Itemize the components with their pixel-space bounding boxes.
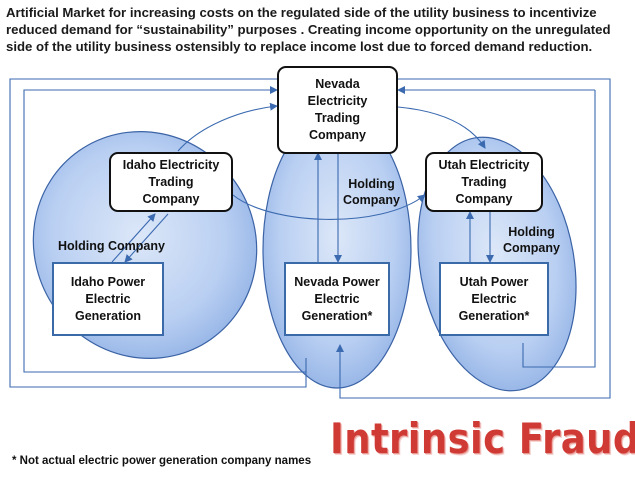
- intrinsic-fraud-stamp: Intrinsic Fraud: [330, 414, 635, 463]
- node-line: Electric: [314, 291, 360, 306]
- node-line: Trading: [148, 174, 194, 189]
- outer-loop-right: [336, 78, 611, 399]
- nevada-holding-label: Holding Company: [343, 176, 400, 208]
- node-line: Company: [309, 128, 366, 142]
- node-line: Electricity: [307, 94, 368, 108]
- utah-holding-label: Holding Company: [503, 224, 560, 256]
- idaho-holding-down: [124, 213, 169, 263]
- label-line: Holding Company: [58, 239, 165, 253]
- node-line: Electric: [85, 291, 131, 306]
- node-line: Idaho Electricity: [122, 157, 220, 172]
- label-line: Holding: [508, 225, 555, 239]
- node-line: Generation*: [458, 308, 530, 323]
- footnote: * Not actual electric power generation c…: [12, 455, 312, 467]
- node-line: Nevada Power: [294, 274, 380, 289]
- intro-line: Artificial Market for increasing costs o…: [6, 5, 597, 20]
- node-line: Trading: [461, 174, 507, 189]
- node-line: Trading: [314, 111, 361, 125]
- label-line: Company: [343, 193, 400, 207]
- intro-line: reduced demand for “sustainability” purp…: [6, 22, 611, 37]
- node-line: Utah Electricity: [438, 157, 530, 172]
- idaho-power-node: Idaho Power Electric Generation: [52, 262, 164, 336]
- inner-loop-left: [23, 86, 307, 373]
- node-line: Generation: [74, 308, 141, 323]
- idaho-trading-node: Idaho Electricity Trading Company: [109, 152, 233, 212]
- inner-loop-right: [522, 90, 596, 368]
- nevada-power-node: Nevada Power Electric Generation*: [284, 262, 390, 336]
- label-line: Company: [503, 241, 560, 255]
- label-line: Holding: [348, 177, 395, 191]
- idaho-holding-label: Holding Company: [58, 238, 165, 254]
- idaho-utah-arc: [232, 194, 426, 220]
- idaho-holding-up: [111, 213, 156, 263]
- node-line: Generation*: [301, 308, 373, 323]
- nevada-utah-arc: [397, 106, 486, 149]
- outer-loop-left: [9, 78, 307, 388]
- node-line: Electric: [471, 291, 517, 306]
- node-line: Company: [142, 191, 200, 206]
- utah-power-node: Utah Power Electric Generation*: [439, 262, 549, 336]
- node-line: Company: [455, 191, 513, 206]
- nevada-trading-node: Nevada Electricity Trading Company: [277, 66, 398, 154]
- idaho-nevada-arc: [177, 102, 278, 152]
- utah-trading-node: Utah Electricity Trading Company: [425, 152, 543, 212]
- intro-line: side of the utility business ostensibly …: [6, 39, 593, 54]
- node-line: Idaho Power: [70, 274, 146, 289]
- intro-text: Artificial Market for increasing costs o…: [6, 4, 618, 55]
- node-line: Utah Power: [459, 274, 529, 289]
- node-line: Nevada: [315, 77, 360, 91]
